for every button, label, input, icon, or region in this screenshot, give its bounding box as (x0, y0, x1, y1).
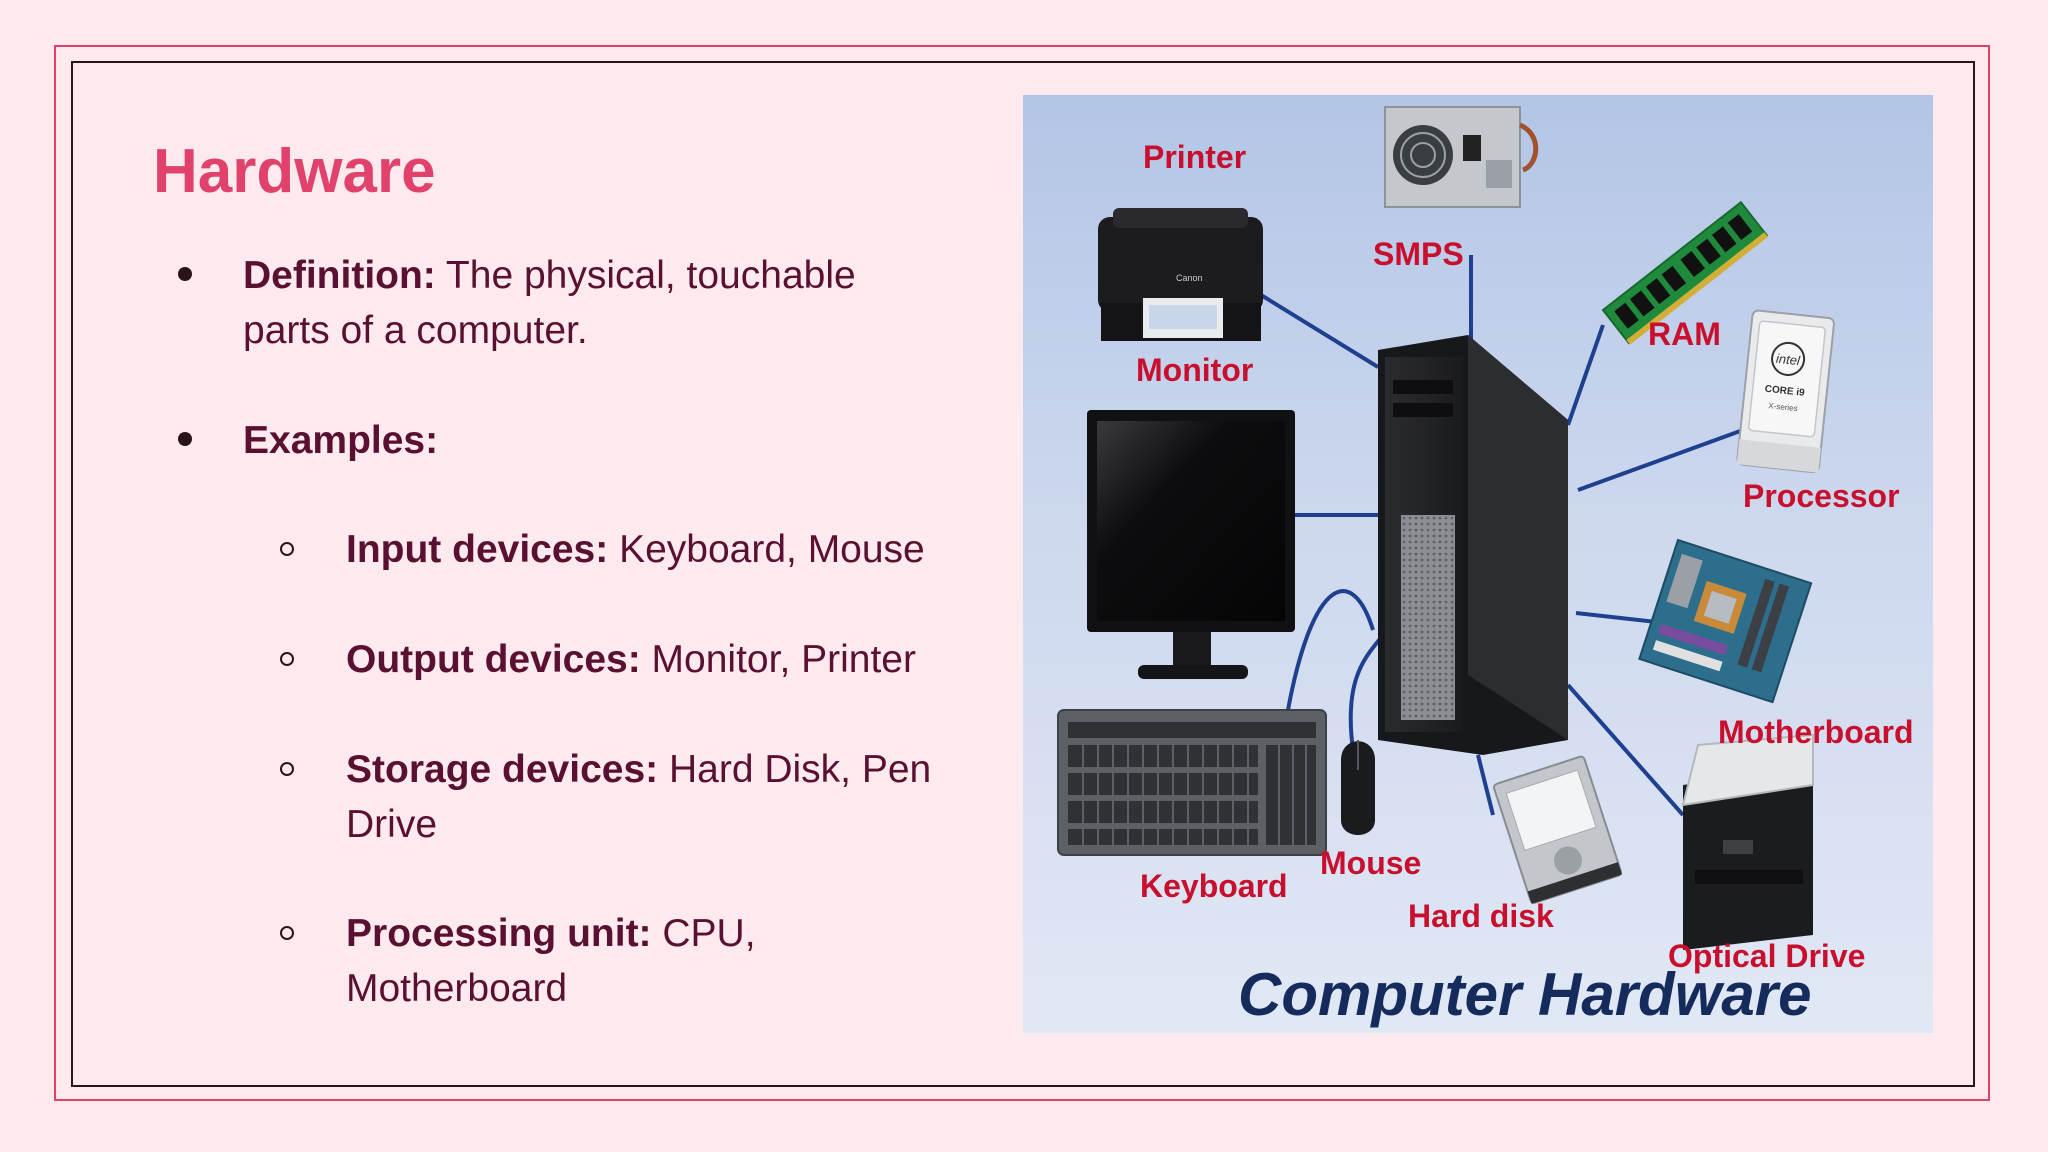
cpu-tower-icon (1378, 335, 1568, 755)
bullet-dot (178, 267, 192, 281)
label-hard-disk: Hard disk (1408, 898, 1554, 934)
motherboard-icon (1638, 538, 1813, 704)
label-motherboard: Motherboard (1718, 714, 1914, 750)
processor-brand: intel (1775, 351, 1801, 369)
sub-bullet-circle (280, 652, 294, 666)
sub-bullet-circle (280, 926, 294, 940)
hard-disk-icon (1493, 755, 1622, 904)
sub-bullet-processing-unit: Processing unit: CPU, Motherboard (346, 906, 756, 1016)
sub-bullet-storage-devices: Storage devices: Hard Disk, Pen Drive (346, 742, 931, 852)
bullet-definition-label: Definition: (243, 254, 436, 297)
bullet-examples-label: Examples: (243, 419, 439, 462)
computer-hardware-figure: Canon (1023, 95, 1933, 1033)
label-keyboard: Keyboard (1140, 868, 1288, 904)
sub-bullet-text: CPU, (651, 912, 756, 955)
bullet-definition-text: The physical, touchable (435, 254, 856, 297)
connector-lines (1259, 255, 1744, 817)
figure-caption: Computer Hardware (1238, 961, 1811, 1028)
smps-icon (1384, 106, 1539, 208)
processor-model: CORE i9 (1764, 384, 1805, 399)
label-mouse: Mouse (1320, 845, 1421, 881)
slide-inner-border (71, 61, 1975, 1087)
label-printer: Printer (1143, 139, 1246, 175)
bullet-definition: Definition: The physical, touchable part… (243, 248, 856, 358)
sub-bullet-text: Monitor, Printer (640, 638, 916, 681)
slide-title: Hardware (153, 137, 436, 206)
sub-bullet-label: Input devices: (346, 528, 609, 571)
bullet-dot (178, 432, 192, 446)
sub-bullet-output-devices: Output devices: Monitor, Printer (346, 632, 916, 687)
sub-bullet-text: Keyboard, Mouse (608, 528, 925, 571)
bullet-definition-text-line2: parts of a computer. (243, 309, 588, 352)
label-smps: SMPS (1373, 236, 1464, 272)
sub-bullet-text: Hard Disk, Pen (658, 748, 932, 791)
processor-icon: intel CORE i9 X-series (1736, 309, 1835, 474)
label-ram: RAM (1648, 316, 1721, 352)
printer-brand: Canon (1176, 273, 1203, 283)
sub-bullet-text-line2: Motherboard (346, 967, 568, 1010)
sub-bullet-label: Processing unit: (346, 912, 652, 955)
sub-bullet-text-line2: Drive (346, 803, 438, 846)
label-processor: Processor (1743, 478, 1900, 514)
sub-bullet-label: Output devices: (346, 638, 641, 681)
optical-drive-icon (1681, 733, 1814, 950)
ram-icon (1601, 200, 1769, 345)
sub-bullet-input-devices: Input devices: Keyboard, Mouse (346, 522, 925, 577)
sub-bullet-label: Storage devices: (346, 748, 659, 791)
sub-bullet-circle (280, 762, 294, 776)
monitor-icon (1087, 410, 1295, 679)
sub-bullet-circle (280, 542, 294, 556)
processor-series: X-series (1768, 401, 1798, 413)
bullet-examples: Examples: (243, 413, 438, 468)
label-optical-drive: Optical Drive (1668, 938, 1865, 974)
label-monitor: Monitor (1136, 352, 1253, 388)
slide-outer-border (54, 45, 1990, 1101)
printer-icon: Canon (1098, 208, 1263, 341)
keyboard-icon (1057, 709, 1327, 856)
mouse-icon (1341, 740, 1375, 835)
